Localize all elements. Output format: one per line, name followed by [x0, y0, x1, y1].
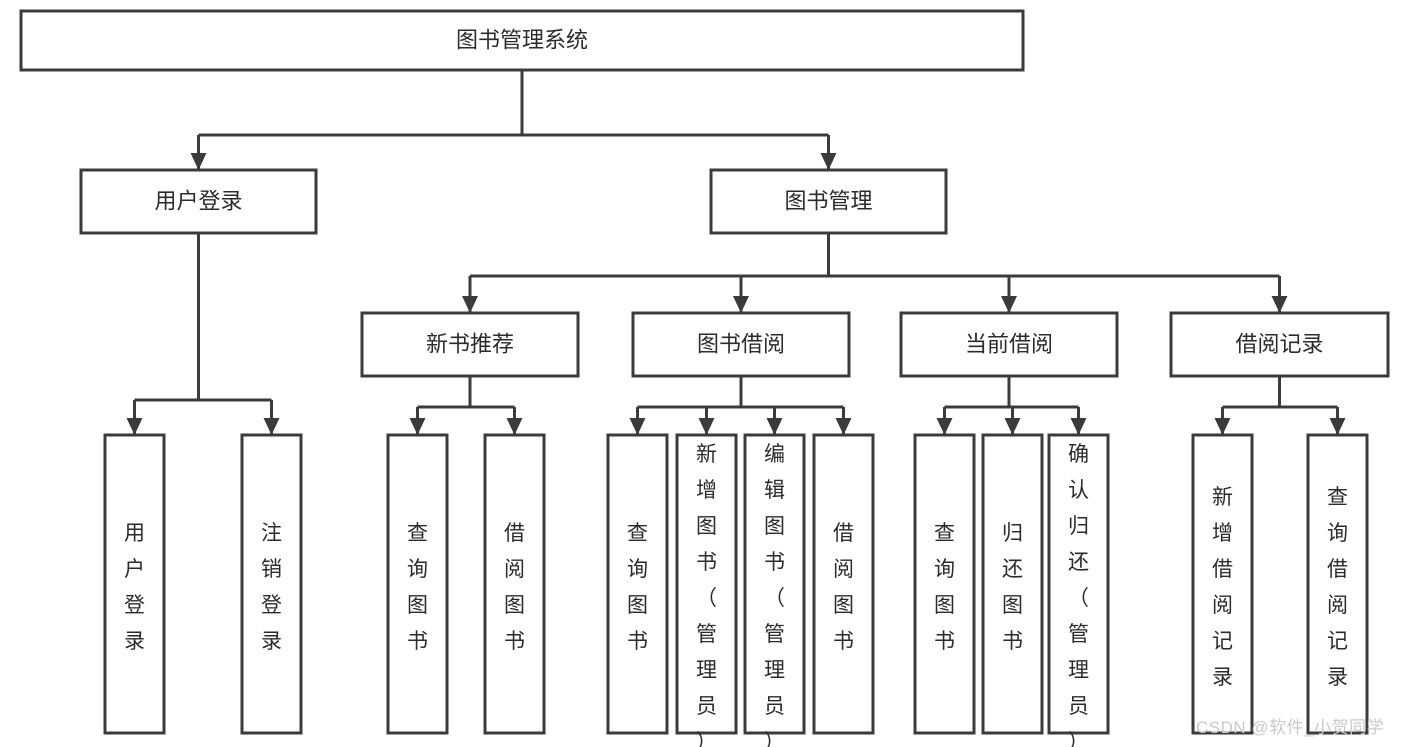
arrow-head-icon	[698, 418, 715, 435]
node-label: 查询图书	[934, 522, 955, 653]
node-label: 用户登录	[124, 522, 145, 653]
node-box	[899, 311, 1119, 378]
node-label: 当前借阅	[965, 331, 1053, 356]
arrow-head-icon	[263, 418, 280, 435]
node-borrow-record[interactable]: 借阅记录	[1169, 311, 1390, 378]
node-leaf-logout[interactable]: 注销登录	[240, 433, 303, 735]
node-box	[240, 433, 303, 735]
node-box	[1191, 433, 1254, 735]
node-box	[483, 433, 546, 735]
node-label: 查询图书	[627, 522, 648, 653]
arrow-head-icon	[190, 153, 207, 170]
node-layer: 图书管理系统用户登录图书管理新书推荐图书借阅当前借阅借阅记录用户登录注销登录查询…	[19, 9, 1390, 747]
node-box	[709, 168, 948, 235]
node-box	[981, 433, 1044, 735]
node-label: 借阅记录	[1235, 331, 1323, 356]
node-leaf-add-book[interactable]: 新增图书（管理员）	[675, 433, 738, 747]
node-box	[1047, 433, 1110, 735]
node-leaf-query-book-rec[interactable]: 查询图书	[386, 433, 449, 735]
node-label: 新书推荐	[426, 331, 514, 356]
node-box	[743, 433, 806, 735]
node-leaf-edit-book[interactable]: 编辑图书（管理员）	[743, 433, 806, 747]
arrow-head-icon	[766, 418, 783, 435]
node-leaf-query-book[interactable]: 查询图书	[606, 433, 669, 735]
arrow-head-icon	[820, 153, 837, 170]
node-leaf-borrow-book[interactable]: 借阅图书	[812, 433, 875, 735]
arrow-head-icon	[409, 418, 426, 435]
arrow-head-icon	[629, 418, 646, 435]
node-book-management[interactable]: 图书管理	[709, 168, 948, 235]
arrow-head-icon	[835, 418, 852, 435]
arrow-head-icon	[1214, 418, 1231, 435]
node-user-login[interactable]: 用户登录	[79, 168, 318, 235]
node-label: 新增图书（管理员）	[696, 443, 717, 747]
node-book-borrow[interactable]: 图书借阅	[631, 311, 851, 378]
arrow-head-icon	[462, 296, 478, 313]
connector-layer	[126, 70, 1346, 435]
node-label: 借阅图书	[504, 522, 525, 653]
node-leaf-query-book-cur[interactable]: 查询图书	[913, 433, 976, 735]
node-box	[386, 433, 449, 735]
node-current-borrow[interactable]: 当前借阅	[899, 311, 1119, 378]
node-root: 图书管理系统	[19, 9, 1025, 72]
node-leaf-add-record[interactable]: 新增借阅记录	[1191, 433, 1254, 735]
arrow-head-icon	[126, 418, 143, 435]
node-leaf-query-record[interactable]: 查询借阅记录	[1306, 433, 1369, 735]
node-box	[360, 311, 580, 378]
node-box	[103, 433, 166, 735]
node-label: 归还图书	[1002, 522, 1023, 653]
node-box	[1169, 311, 1390, 378]
node-leaf-confirm-return[interactable]: 确认归还（管理员）	[1047, 433, 1110, 747]
node-label: 查询图书	[407, 522, 428, 653]
node-box	[606, 433, 669, 735]
node-label: 新增借阅记录	[1212, 486, 1233, 689]
node-label: 图书借阅	[697, 331, 785, 356]
arrow-head-icon	[1329, 418, 1346, 435]
node-box	[675, 433, 738, 735]
arrow-head-icon	[1001, 296, 1017, 313]
node-box	[812, 433, 875, 735]
node-box	[19, 9, 1025, 72]
node-box	[913, 433, 976, 735]
node-leaf-user-login[interactable]: 用户登录	[103, 433, 166, 735]
node-box	[79, 168, 318, 235]
arrow-head-icon	[506, 418, 523, 435]
arrow-head-icon	[1004, 418, 1021, 435]
node-label: 图书管理系统	[456, 27, 588, 52]
node-label: 用户登录	[154, 188, 242, 213]
node-box	[1306, 433, 1369, 735]
node-label: 确认归还（管理员）	[1068, 443, 1089, 747]
arrow-head-icon	[1271, 296, 1288, 313]
arrow-head-icon	[936, 418, 953, 435]
node-leaf-return-book[interactable]: 归还图书	[981, 433, 1044, 735]
arrow-head-icon	[733, 296, 749, 313]
node-label: 注销登录	[261, 522, 282, 653]
node-new-book-recommend[interactable]: 新书推荐	[360, 311, 580, 378]
node-box	[631, 311, 851, 378]
node-label: 图书管理	[784, 188, 872, 213]
node-label: 查询借阅记录	[1327, 486, 1348, 689]
node-label: 编辑图书（管理员）	[764, 443, 785, 747]
node-label: 借阅图书	[833, 522, 854, 653]
arrow-head-icon	[1070, 418, 1087, 435]
node-leaf-borrow-book-rec[interactable]: 借阅图书	[483, 433, 546, 735]
